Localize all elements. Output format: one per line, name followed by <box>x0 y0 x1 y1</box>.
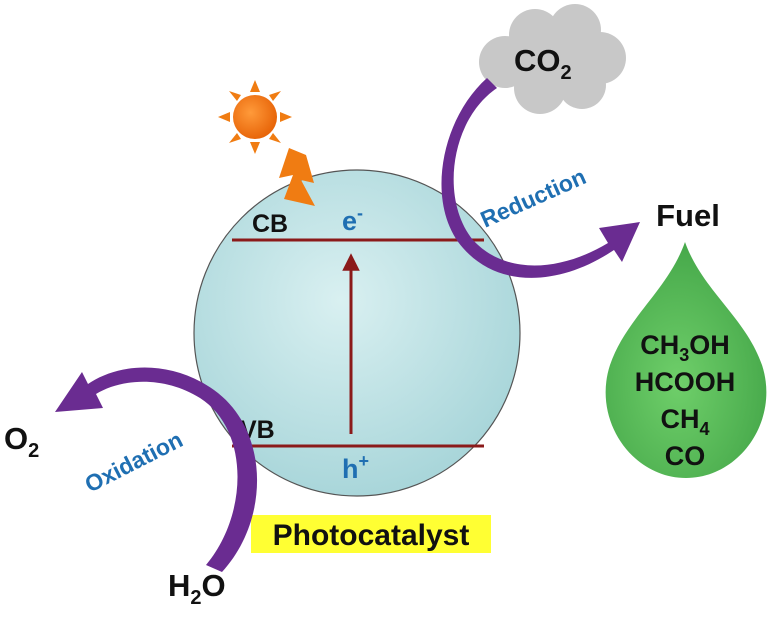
fuel-item: CO <box>665 441 706 471</box>
co2-reactant: CO2 <box>514 43 572 84</box>
oxidation-label: Oxidation <box>80 426 186 497</box>
cb-label: CB <box>252 210 288 238</box>
reduction-label: Reduction <box>476 163 589 232</box>
fuel-item: CH4 <box>660 404 709 439</box>
o2-product: O2 <box>4 421 39 462</box>
lightning-icon <box>279 148 315 206</box>
reduction-arrow <box>441 78 640 278</box>
fuel-list: CH3OH HCOOH CH4 CO <box>635 330 736 471</box>
hole-label: h+ <box>342 451 369 484</box>
photocatalyst-sphere <box>193 169 521 497</box>
fuel-drop <box>605 242 767 478</box>
h2o-reactant: H2O <box>168 568 226 609</box>
oxidation-arrow <box>55 367 258 572</box>
photocatalyst-label: Photocatalyst <box>273 519 470 552</box>
fuel-item: CH3OH <box>640 330 730 365</box>
co2-cloud <box>479 4 626 114</box>
electron-label: e- <box>342 203 363 236</box>
fuel-item: HCOOH <box>635 367 736 397</box>
photocatalyst-label-highlight <box>251 515 491 553</box>
fuel-title: Fuel <box>656 198 720 233</box>
sun-icon <box>218 80 292 154</box>
